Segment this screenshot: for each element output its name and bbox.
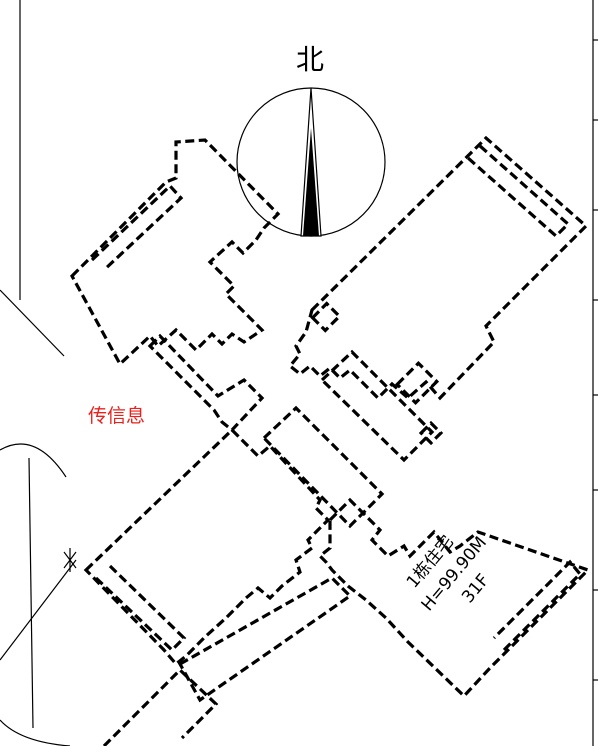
boundary-arc-lower <box>0 443 67 478</box>
survey-mark-icon <box>63 548 77 572</box>
wing-lower-right <box>317 497 591 699</box>
note-label: 传信息 <box>88 405 145 427</box>
boundary-line-lower-diagonal <box>0 559 77 661</box>
building-label: 1栋住宅 H=99.90M 31F <box>403 532 494 615</box>
wing-upper-right-connector <box>310 301 342 333</box>
wing-bottom-link <box>177 576 353 703</box>
building-footprint <box>70 135 591 746</box>
core-upper-right <box>319 349 435 463</box>
boundary-line-diagonal <box>0 289 65 357</box>
wing-upper-right <box>287 135 589 401</box>
boundary-line-lower-vertical <box>28 457 34 729</box>
core-center <box>261 405 385 529</box>
north-compass: 北 <box>236 43 386 237</box>
wing-left-middle <box>147 333 265 433</box>
core-stair-box <box>394 360 440 406</box>
compass-north-label: 北 <box>296 43 324 76</box>
wing-upper-right-balcony <box>466 144 571 239</box>
wing-bottom-stub <box>102 667 219 746</box>
right-edge-ticks <box>593 39 598 681</box>
boundary-arc-bottom <box>0 719 71 746</box>
wing-upper-left-balcony <box>90 183 184 272</box>
wing-upper-left <box>70 138 281 367</box>
wing-lower-left <box>83 427 331 667</box>
wing-lower-left-balcony <box>94 564 187 653</box>
wing-lower-right-balcony <box>492 559 583 652</box>
core-small-box <box>418 420 444 446</box>
compass-needle-fill <box>303 128 319 236</box>
